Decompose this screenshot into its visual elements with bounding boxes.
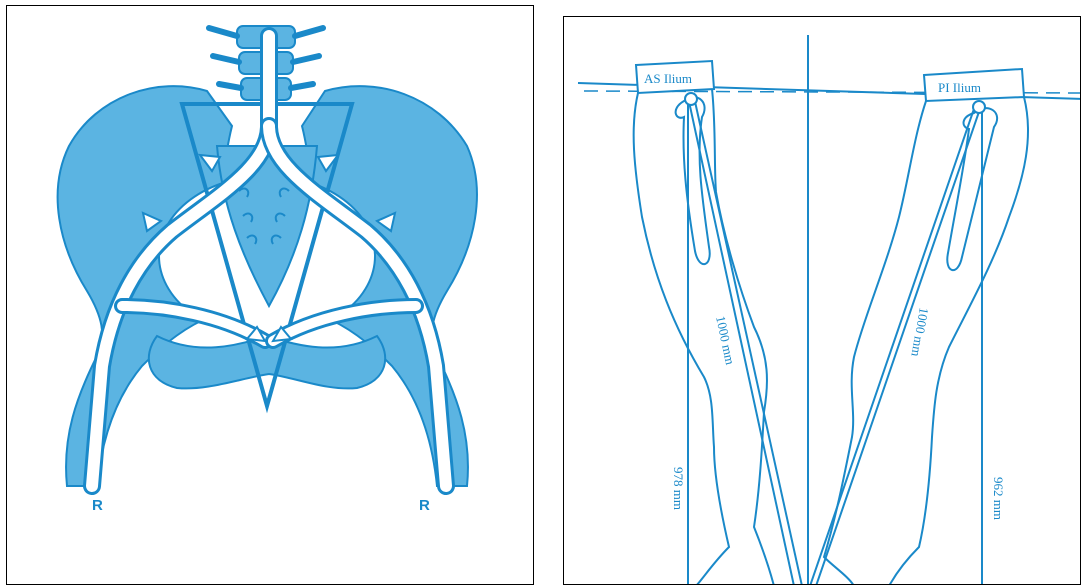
as-ilium-label: AS Ilium (644, 71, 692, 86)
right-hip-joint-marker (973, 101, 985, 113)
leg-length-diagram: AS Ilium PI Ilium 1000 mm 1000 mm 978 mm… (564, 17, 1081, 585)
left-hip-joint-marker (685, 93, 697, 105)
leg-length-diagram-panel: AS Ilium PI Ilium 1000 mm 1000 mm 978 mm… (563, 16, 1081, 585)
right-diagonal-label: 1000 mm (908, 306, 931, 357)
left-diagonal-measure-2 (694, 97, 802, 585)
left-vertical-label: 978 mm (671, 467, 686, 510)
right-vertical-label: 962 mm (991, 477, 1006, 520)
left-leg-outline (634, 89, 774, 585)
left-diagonal-measure (688, 97, 794, 585)
pi-ilium-label: PI Ilium (938, 80, 981, 95)
pelvis-diagram: R R (7, 6, 534, 585)
right-side-marker-left: R (92, 497, 103, 514)
right-diagonal-measure (816, 103, 982, 585)
pelvis-diagram-panel: R R (6, 5, 534, 585)
left-diagonal-label: 1000 mm (713, 315, 738, 367)
right-side-marker-right: R (419, 497, 430, 514)
